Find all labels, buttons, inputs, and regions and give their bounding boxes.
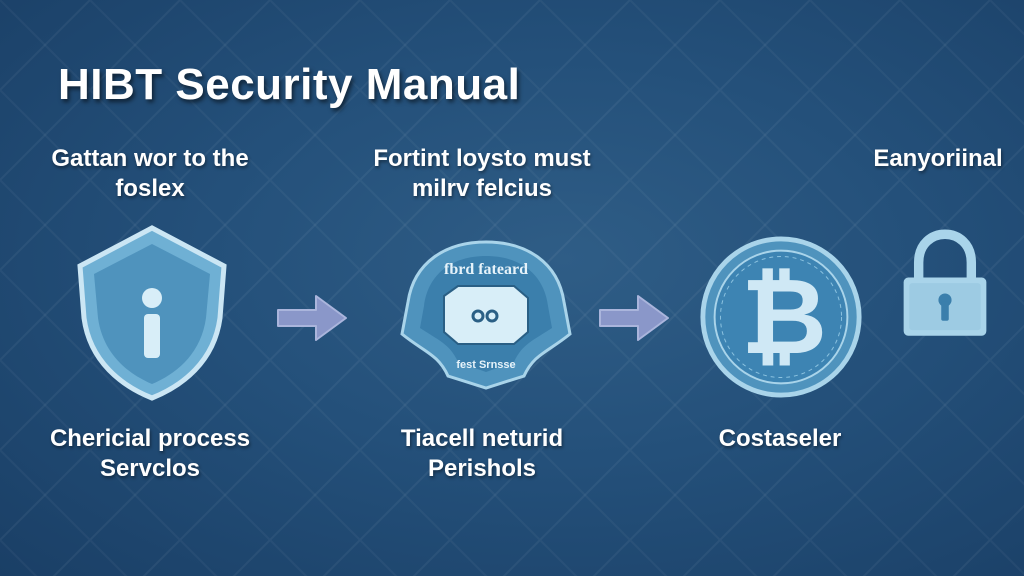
step-2-top-line-2: milrv felcius <box>411 175 553 202</box>
arrow-right-icon <box>599 295 669 341</box>
page-title: HIBT Security Manual <box>58 60 521 109</box>
step-2-bottom-line-2: Perishols <box>427 455 537 482</box>
step-1-bottom-line-2: Servclos <box>99 455 201 482</box>
shield-icon <box>77 225 227 401</box>
bitcoin-coin-icon: ₿ <box>700 236 862 398</box>
svg-text:₿: ₿ <box>741 255 827 378</box>
step-2-top-line-1: Fortint loysto must <box>373 145 591 172</box>
step-2-bottom-line-1: Tiacell neturid <box>400 425 564 452</box>
step-1-top-line-2: foslex <box>115 175 185 202</box>
padlock-icon <box>903 229 987 336</box>
step-2-bottom-label: Tiacell neturid Perishols <box>372 424 592 484</box>
step-4-top-line-1: Eanyoriinal <box>873 145 1003 172</box>
arrow-right-icon <box>277 295 347 341</box>
step-2-top-label: Fortint loysto must milrv felcius <box>352 144 612 204</box>
step-4-top-label: Eanyoriinal <box>858 144 1018 174</box>
badge-emblem-icon: fbrd fateard fest Srnsse <box>400 240 572 390</box>
badge-top-text: fbrd fateard <box>444 261 528 278</box>
step-1-bottom-line-1: Chericial process <box>49 425 251 452</box>
step-1-top-line-1: Gattan wor to the <box>51 145 249 172</box>
step-3-bottom-label: Costaseler <box>690 424 870 454</box>
step-1-top-label: Gattan wor to the foslex <box>30 144 270 204</box>
badge-bottom-text: fest Srnsse <box>456 359 515 371</box>
step-1-bottom-label: Chericial process Servclos <box>20 424 280 484</box>
step-3-bottom-line-1: Costaseler <box>718 425 842 452</box>
